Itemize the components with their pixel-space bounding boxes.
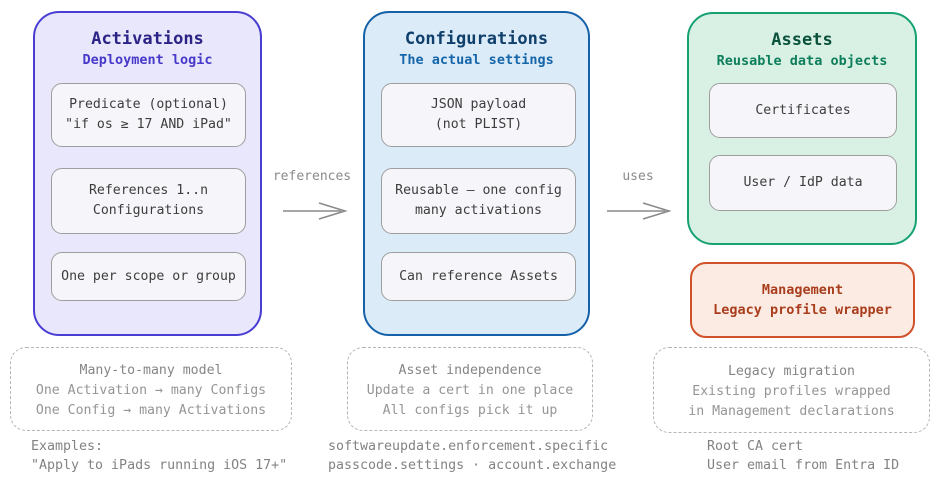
footnote-line: User email from Entra ID (707, 457, 900, 473)
note-asset-independence: Asset independence Update a cert in one … (347, 347, 593, 431)
note-legacy-migration: Legacy migration Existing profiles wrapp… (653, 347, 930, 433)
activations-subtitle: Deployment logic (82, 52, 213, 68)
note-title: Asset independence (398, 362, 542, 378)
activations-card-scope: One per scope or group (51, 252, 246, 301)
card-line: References 1..n (88, 183, 209, 198)
uses-arrow-label: uses (622, 169, 654, 184)
footnote-line: passcode.settings · account.exchange (328, 457, 617, 473)
note-line: Existing profiles wrapped (692, 383, 891, 399)
footnote-line: softwareupdate.enforcement.specific (328, 439, 609, 454)
assets-box: Assets Reusable data objects Certificate… (687, 12, 917, 245)
activations-card-predicate: Predicate (optional) "if os ≥ 17 AND iPa… (51, 83, 246, 147)
footnote-line: "Apply to iPads running iOS 17+" (31, 457, 288, 473)
assets-header: Assets Reusable data objects (689, 28, 915, 70)
assets-card-certificates: Certificates (709, 83, 897, 138)
footnote-asset-examples: Root CA cert User email from Entra ID (707, 438, 899, 475)
card-line: Configurations (92, 203, 205, 218)
configurations-title: Configurations (404, 29, 549, 49)
card-line: One per scope or group (61, 268, 236, 284)
uses-arrow-icon (607, 202, 672, 220)
card-line: JSON payload (430, 97, 527, 112)
activations-header: Activations Deployment logic (35, 27, 260, 69)
assets-card-user-idp: User / IdP data (709, 155, 897, 211)
management-title: Management (761, 282, 844, 298)
configurations-box: Configurations The actual settings JSON … (363, 11, 590, 336)
configurations-header: Configurations The actual settings (365, 27, 588, 69)
footnote-line: Root CA cert (707, 439, 804, 454)
activations-box: Activations Deployment logic Predicate (… (33, 11, 262, 336)
note-line: One Config → many Activations (35, 402, 267, 418)
card-line: (not PLIST) (434, 117, 523, 132)
references-arrow-label: references (272, 169, 352, 184)
assets-title: Assets (771, 30, 833, 50)
card-line: many activations (414, 203, 543, 218)
card-line: Can reference Assets (399, 268, 558, 284)
card-line: Reusable — one config (395, 183, 562, 198)
management-subtitle: Legacy profile wrapper (713, 302, 892, 318)
configurations-subtitle: The actual settings (399, 52, 554, 68)
activations-card-references: References 1..n Configurations (51, 168, 246, 234)
note-many-to-many: Many-to-many model One Activation → many… (10, 347, 292, 431)
note-line: All configs pick it up (382, 402, 558, 418)
note-title: Legacy migration (727, 363, 856, 379)
footnote-line: Examples: (31, 439, 104, 454)
note-line: in Management declarations (688, 403, 895, 419)
card-line: Predicate (optional) (69, 97, 228, 112)
activations-title: Activations (91, 29, 204, 49)
card-line: User / IdP data (743, 175, 863, 190)
configurations-card-assets: Can reference Assets (381, 252, 576, 301)
footnote-config-keys: softwareupdate.enforcement.specific pass… (328, 438, 616, 475)
configurations-card-json: JSON payload (not PLIST) (381, 83, 576, 147)
card-line: Certificates (755, 102, 851, 118)
note-title: Many-to-many model (79, 362, 223, 378)
card-line: "if os ≥ 17 AND iPad" (65, 117, 232, 132)
references-arrow-icon (283, 202, 348, 220)
note-line: One Activation → many Configs (35, 382, 267, 398)
note-line: Update a cert in one place (366, 382, 574, 398)
assets-subtitle: Reusable data objects (716, 53, 888, 69)
configurations-card-reusable: Reusable — one config many activations (381, 168, 576, 234)
footnote-examples: Examples: "Apply to iPads running iOS 17… (31, 438, 287, 475)
management-box: Management Legacy profile wrapper (690, 262, 915, 338)
